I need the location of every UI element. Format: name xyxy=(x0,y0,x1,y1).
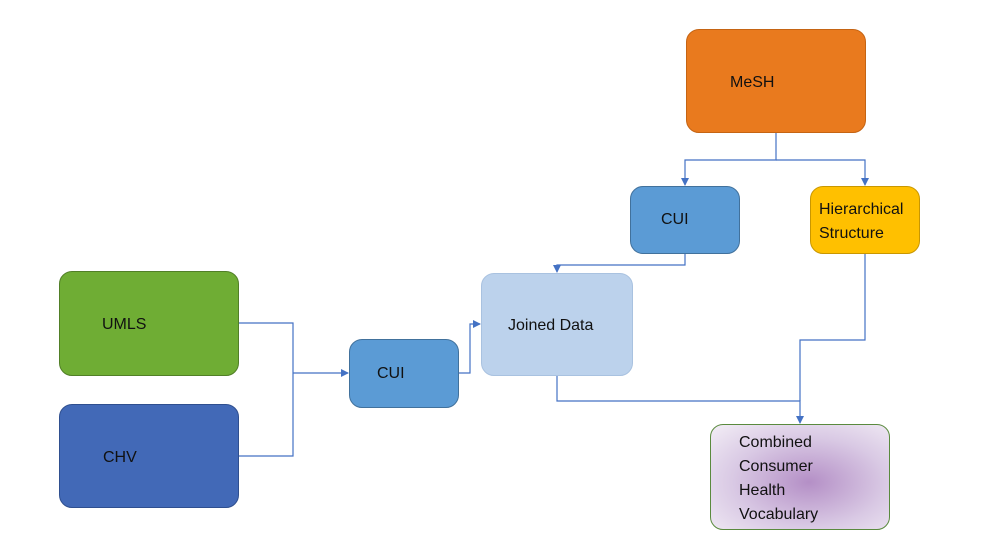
combined-vocabulary-label: Combined Consumer Health Vocabulary xyxy=(739,434,819,523)
connector-cui-to-joined xyxy=(553,254,686,273)
cui-middle-label: CUI xyxy=(377,365,405,382)
hierarchical-structure-node: Hierarchical Structure xyxy=(810,186,920,254)
connector-mesh-to-cui xyxy=(681,133,777,186)
connector-mesh-to-hierarchical xyxy=(776,159,869,186)
joined-data-node: Joined Data xyxy=(481,273,633,376)
connector-joined-to-combined xyxy=(556,376,804,424)
chv-node: CHV xyxy=(59,404,239,508)
cui-middle-node: CUI xyxy=(349,339,459,408)
cui-top-label: CUI xyxy=(661,211,689,228)
connector-umls-to-merge xyxy=(239,322,294,373)
mesh-label: MeSH xyxy=(730,74,775,91)
combined-vocabulary-node: Combined Consumer Health Vocabulary xyxy=(710,424,890,530)
connector-cui-to-joined-data xyxy=(459,320,481,374)
umls-node: UMLS xyxy=(59,271,239,376)
chv-label: CHV xyxy=(103,449,137,466)
connector-chv-to-merge xyxy=(239,373,294,457)
umls-label: UMLS xyxy=(102,316,147,333)
joined-data-label: Joined Data xyxy=(508,317,594,334)
connector-hierarchical-to-combined xyxy=(799,254,866,401)
hierarchical-structure-label: Hierarchical Structure xyxy=(819,201,904,242)
mesh-node: MeSH xyxy=(686,29,866,133)
cui-top-node: CUI xyxy=(630,186,740,254)
